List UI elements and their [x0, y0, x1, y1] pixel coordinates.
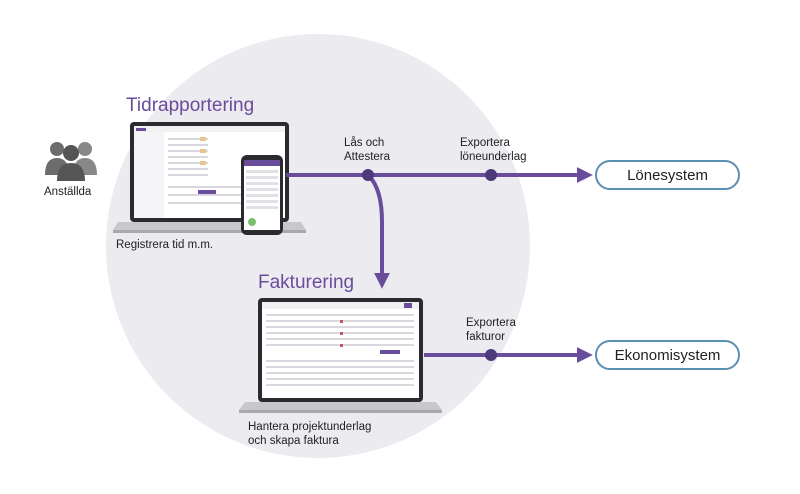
- people-icon: [45, 142, 97, 181]
- register-label: Registrera tid m.m.: [116, 239, 214, 251]
- payroll-system-box: Lönesystem: [595, 160, 740, 190]
- phone-icon: [241, 155, 283, 235]
- laptop-icon: [239, 298, 442, 413]
- export-invoices-label: Exportera fakturor: [466, 317, 516, 343]
- lock-attest-label: Lås och Attestera: [344, 137, 391, 163]
- attest-node: [362, 169, 374, 181]
- export-payroll-node: [485, 169, 497, 181]
- employees-label: Anställda: [44, 186, 92, 198]
- finance-system-box: Ekonomisystem: [595, 340, 740, 370]
- export-invoices-node: [485, 349, 497, 361]
- time-reporting-title: Tidrapportering: [126, 95, 255, 116]
- invoicing-title: Fakturering: [258, 272, 355, 293]
- project-label: Hantera projektunderlag och skapa faktur…: [248, 421, 372, 447]
- export-payroll-label: Exportera löneunderlag: [460, 137, 527, 163]
